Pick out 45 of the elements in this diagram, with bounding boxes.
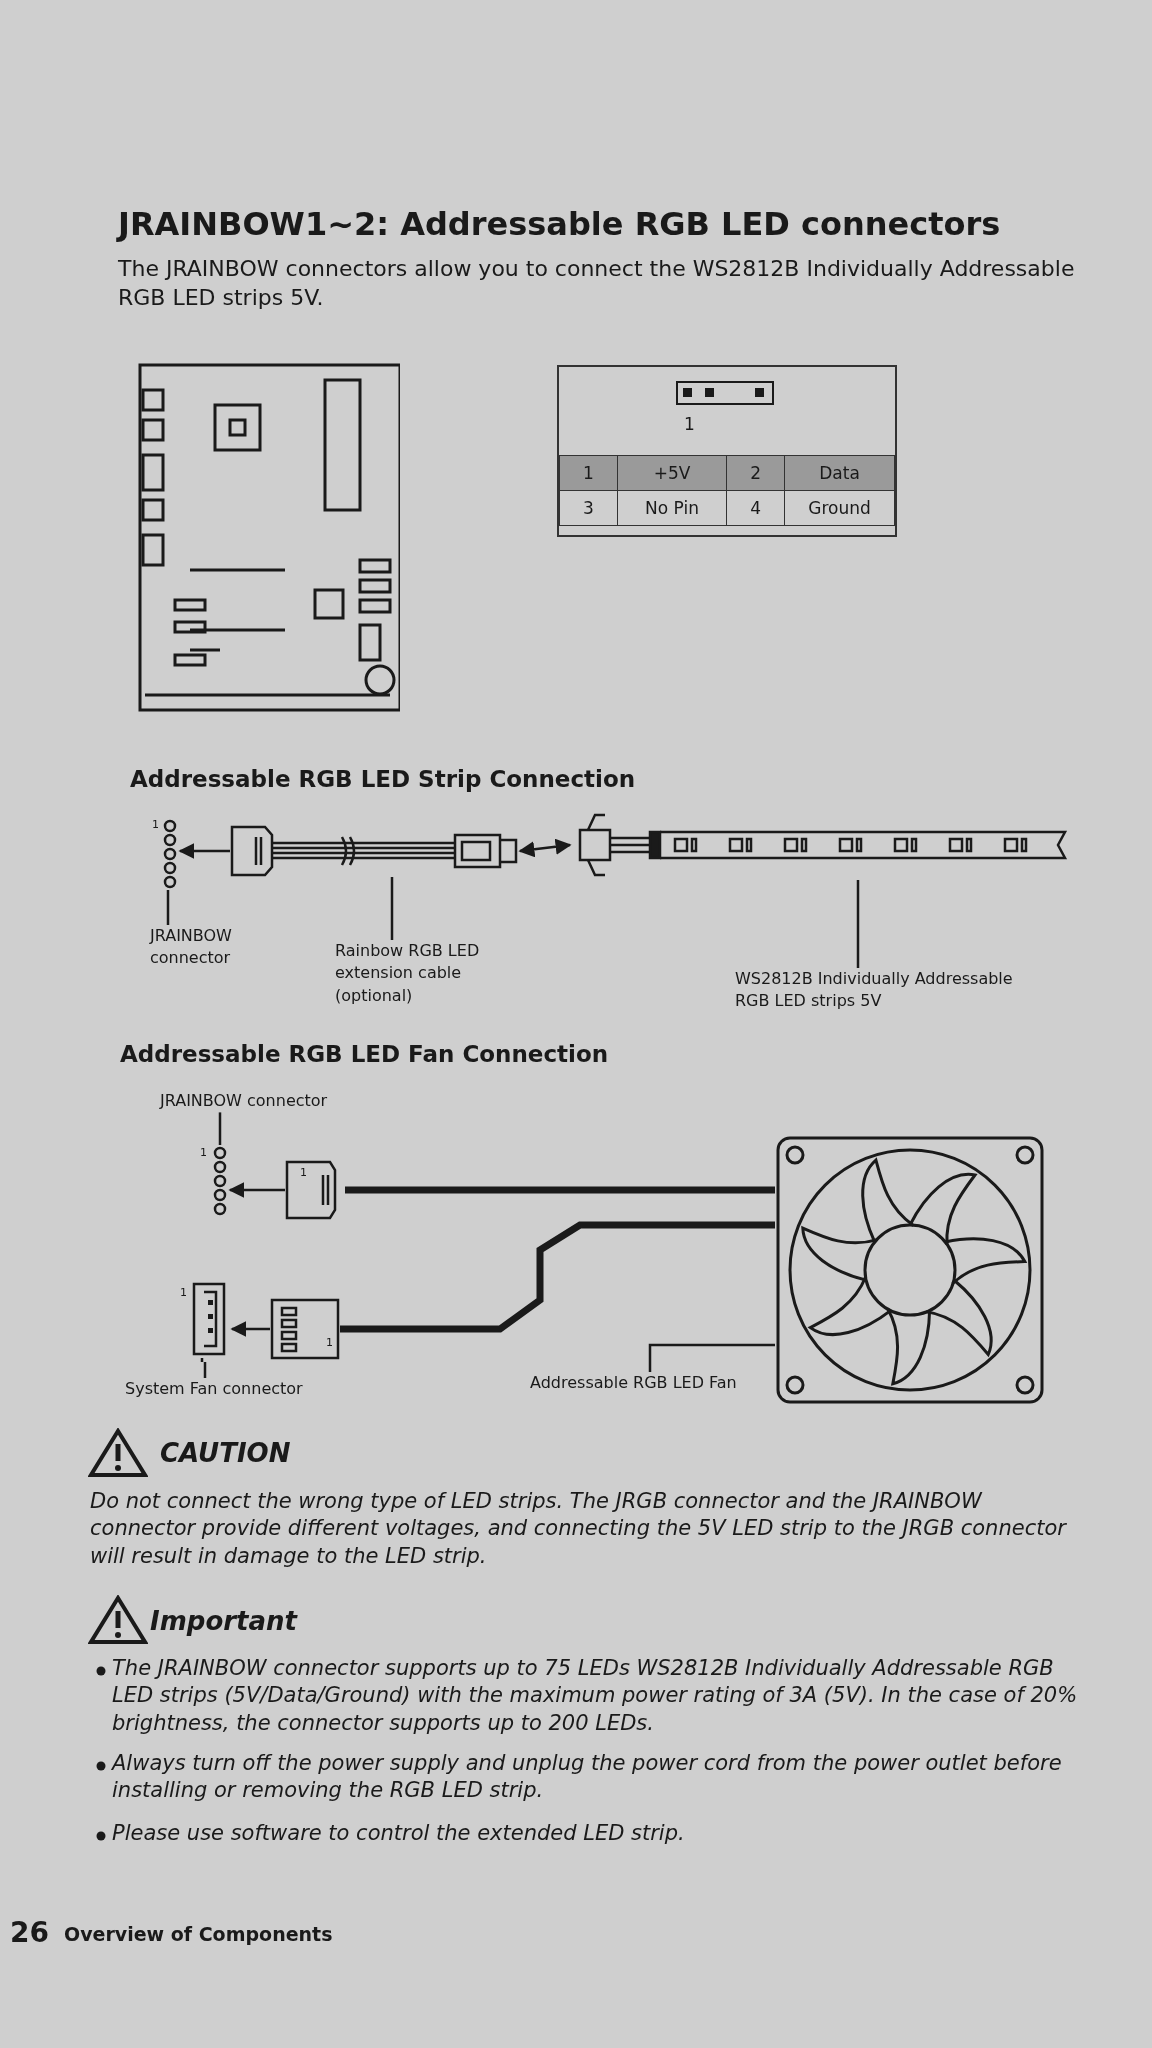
table-cell: No Pin: [617, 490, 727, 526]
pin-number: 1: [684, 413, 695, 436]
section-heading: Addressable RGB LED Fan Connection: [120, 1040, 610, 1069]
arrow: [230, 1321, 270, 1337]
table-cell: Data: [784, 455, 895, 491]
pin-number: 1: [200, 1146, 207, 1160]
table-cell: 1: [559, 455, 618, 491]
connector-plug-drawing: [270, 1298, 340, 1360]
page-title: JRAINBOW1~2: Addressable RGB LED connectors: [118, 205, 1002, 243]
leader-line: [856, 880, 860, 968]
note-text: Please use software to control the extended LED strip.: [112, 1820, 686, 1847]
page-number: 26: [10, 1915, 49, 1951]
leader-line: [648, 1343, 775, 1372]
important-heading: Important: [150, 1605, 299, 1638]
pin-number: 1: [326, 1336, 333, 1349]
caution-heading: CAUTION: [160, 1437, 292, 1470]
table-cell: 4: [726, 490, 785, 526]
arrow: [518, 838, 572, 858]
intro-text: The JRAINBOW connectors allow you to connect the WS2812B Individually Addressable RGB LED strips 5V.: [118, 255, 1076, 312]
fan-drawing: [775, 1135, 1045, 1405]
arrow: [228, 1182, 285, 1198]
callout-label: JRAINBOW connector: [150, 925, 270, 970]
pin-number: 1: [152, 818, 159, 832]
table-cell: 3: [559, 490, 618, 526]
section-heading: Addressable RGB LED Strip Connection: [130, 765, 637, 794]
pin-number: 1: [180, 1286, 187, 1300]
note-text: Always turn off the power supply and unplug the power cord from the power outlet before installing or removing the RGB LED strip.: [112, 1750, 1063, 1805]
extension-cable-drawing: [230, 825, 520, 877]
table-cell: +5V: [617, 455, 727, 491]
leader-line: [166, 890, 170, 925]
leader-line: [390, 877, 394, 940]
table-cell: 2: [726, 455, 785, 491]
callout-label: System Fan connector: [125, 1378, 355, 1401]
note-text: The JRAINBOW connector supports up to 75 LEDs WS2812B Individually Addressable RGB LED strips (5V/Data/Ground) with the maximum power rating of 3A (5V). In the case of 20% brightness, the connector supports up to 200 LEDs.: [112, 1655, 1079, 1737]
footer-text: Overview of Components: [64, 1922, 334, 1947]
callout-label: JRAINBOW connector: [160, 1090, 380, 1113]
leader-line: [203, 1362, 207, 1378]
callout-label: Rainbow RGB LED extension cable (optional): [335, 940, 515, 1008]
callout-label: Addressable RGB LED Fan: [530, 1372, 770, 1395]
pin-number: 1: [300, 1166, 307, 1179]
caution-text: Do not connect the wrong type of LED strips. The JRGB connector and the JRAINBOW connector provide different voltages, and connecting the 5V LED strip to the JRGB connector will result in damage to the LED strip.: [90, 1488, 1068, 1570]
callout-label: WS2812B Individually Addressable RGB LED strips 5V: [735, 968, 1045, 1013]
arrow: [178, 843, 230, 859]
leader-line: [218, 1112, 222, 1145]
table-cell: Ground: [784, 490, 895, 526]
